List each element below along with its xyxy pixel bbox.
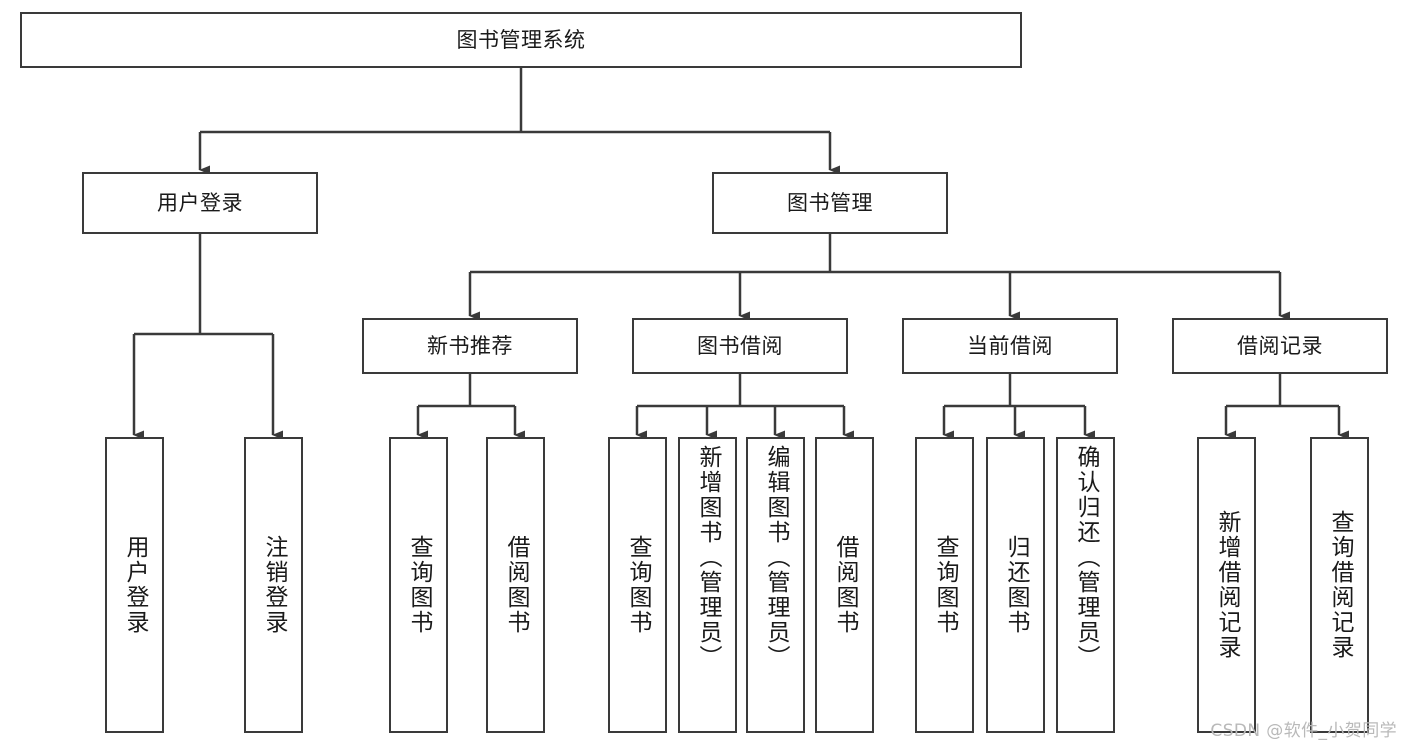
node-label: 新增借阅记录 — [1214, 510, 1240, 660]
node-label: 新书推荐 — [427, 333, 513, 358]
node-label: 图书管理 — [787, 190, 873, 215]
node-label: 归还图书 — [1003, 535, 1029, 635]
node-book-manage[interactable]: 图书管理 — [712, 172, 948, 234]
node-leaf-query-book-1[interactable]: 查询图书 — [389, 437, 448, 733]
node-book-borrow[interactable]: 图书借阅 — [632, 318, 848, 374]
node-leaf-query-book-3[interactable]: 查询图书 — [915, 437, 974, 733]
node-label: 用户登录 — [157, 190, 243, 215]
node-leaf-logout[interactable]: 注销登录 — [244, 437, 303, 733]
node-leaf-borrow-book-1[interactable]: 借阅图书 — [486, 437, 545, 733]
node-new-book-recommend[interactable]: 新书推荐 — [362, 318, 578, 374]
node-label: 查询图书 — [406, 535, 432, 635]
connector-lines — [132, 68, 1349, 440]
node-leaf-return-book[interactable]: 归还图书 — [986, 437, 1045, 733]
node-leaf-borrow-book-2[interactable]: 借阅图书 — [815, 437, 874, 733]
node-label: 注销登录 — [261, 535, 287, 635]
node-leaf-add-record[interactable]: 新增借阅记录 — [1197, 437, 1256, 733]
node-label: 图书管理系统 — [456, 27, 586, 52]
node-user-login[interactable]: 用户登录 — [82, 172, 318, 234]
node-label: 查询图书 — [625, 535, 651, 635]
node-current-borrow[interactable]: 当前借阅 — [902, 318, 1118, 374]
node-label: 确认归还（管理员） — [1073, 445, 1099, 670]
node-label: 图书借阅 — [697, 333, 783, 358]
node-leaf-query-book-2[interactable]: 查询图书 — [608, 437, 667, 733]
node-label: 借阅图书 — [832, 535, 858, 635]
node-label: 查询借阅记录 — [1327, 510, 1353, 660]
node-label: 查询图书 — [932, 535, 958, 635]
node-leaf-add-book[interactable]: 新增图书（管理员） — [678, 437, 737, 733]
node-leaf-query-record[interactable]: 查询借阅记录 — [1310, 437, 1369, 733]
node-root[interactable]: 图书管理系统 — [20, 12, 1022, 68]
node-label: 借阅图书 — [503, 535, 529, 635]
node-label: 新增图书（管理员） — [695, 445, 721, 670]
node-label: 当前借阅 — [967, 333, 1053, 358]
node-label: 用户登录 — [122, 535, 148, 635]
node-label: 借阅记录 — [1237, 333, 1323, 358]
node-leaf-confirm-return[interactable]: 确认归还（管理员） — [1056, 437, 1115, 733]
node-label: 编辑图书（管理员） — [763, 445, 789, 670]
node-leaf-user-login[interactable]: 用户登录 — [105, 437, 164, 733]
node-leaf-edit-book[interactable]: 编辑图书（管理员） — [746, 437, 805, 733]
node-borrow-record[interactable]: 借阅记录 — [1172, 318, 1388, 374]
